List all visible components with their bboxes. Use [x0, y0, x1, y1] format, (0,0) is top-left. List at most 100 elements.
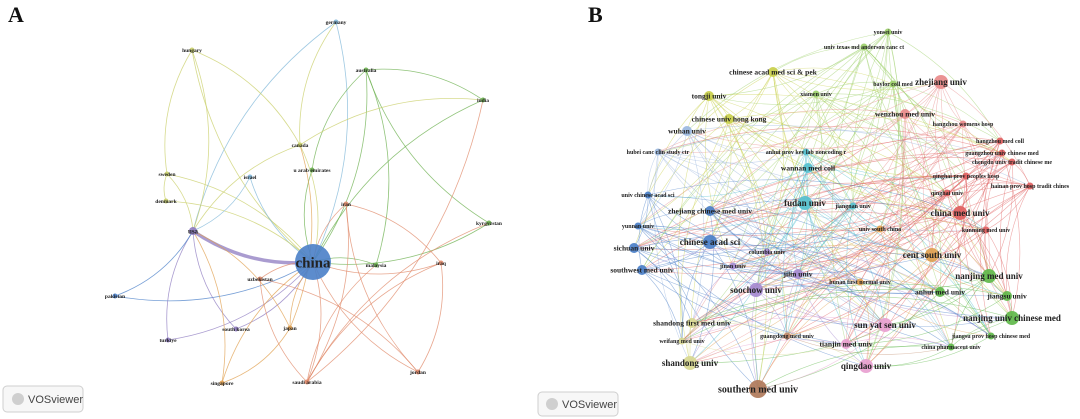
node-zhejiang[interactable]	[934, 75, 948, 89]
node-tongji[interactable]	[704, 91, 714, 101]
edge-yonsei-tongji	[708, 31, 889, 97]
node-india[interactable]	[480, 97, 486, 103]
edge-qinghai_univ-sdfmu	[691, 192, 948, 324]
node-wannan[interactable]	[803, 163, 813, 173]
edge-jinan-sysu	[732, 265, 886, 326]
node-jordan[interactable]	[415, 369, 421, 375]
edge-china-hungary	[191, 49, 314, 263]
edge-usa-hungary	[191, 49, 210, 232]
panel-a-vosviewer-badge[interactable]: VOSviewer	[2, 385, 84, 413]
node-jiangnan[interactable]	[849, 202, 857, 210]
node-anhui_med[interactable]	[935, 287, 945, 297]
node-tmu[interactable]	[841, 339, 851, 349]
node-label-japan: japan	[282, 326, 296, 332]
node-njmu[interactable]	[982, 269, 996, 283]
node-hungary[interactable]	[189, 47, 195, 53]
node-md_anderson[interactable]	[860, 43, 868, 51]
edge-anhui_med-jiangsu_tcm	[939, 291, 992, 337]
node-sichuan[interactable]	[629, 243, 639, 253]
edge-wenzhou-cpu	[902, 113, 952, 348]
node-anhui_prov[interactable]	[802, 148, 810, 156]
node-israel[interactable]	[247, 174, 253, 180]
node-china[interactable]	[295, 244, 331, 280]
node-xiamen[interactable]	[812, 90, 820, 98]
node-soochow[interactable]	[749, 283, 763, 297]
node-qinghai_hosp[interactable]	[962, 172, 970, 180]
edge-kunming-tmu	[845, 229, 987, 345]
edge-usa-germany	[192, 21, 337, 232]
node-wuhan[interactable]	[682, 126, 692, 136]
node-shandong[interactable]	[683, 356, 697, 370]
node-njutcm[interactable]	[1005, 311, 1019, 325]
edge-wannan-ucas	[647, 167, 809, 198]
node-sweden[interactable]	[164, 171, 170, 177]
node-wenzhou[interactable]	[900, 109, 910, 119]
node-jiangsu[interactable]	[1002, 291, 1012, 301]
node-kyrgyzstan[interactable]	[486, 220, 492, 226]
node-iran[interactable]	[343, 201, 349, 207]
node-hunan_first[interactable]	[856, 278, 864, 286]
node-canada[interactable]	[297, 142, 303, 148]
node-sysu[interactable]	[878, 318, 892, 332]
node-saudi_arabia[interactable]	[304, 379, 310, 385]
node-label-kyrgyzstan: kyrgyzstan	[476, 221, 502, 227]
node-fudan[interactable]	[798, 196, 812, 210]
node-usa[interactable]	[189, 227, 197, 235]
node-kunming[interactable]	[982, 226, 990, 234]
node-qingdao[interactable]	[859, 359, 873, 373]
node-turkiye[interactable]	[165, 337, 171, 343]
node-japan[interactable]	[287, 325, 293, 331]
node-sdfmu[interactable]	[687, 318, 697, 328]
node-pakistan[interactable]	[112, 293, 118, 299]
edge-usa-south_korea	[192, 230, 237, 330]
panel-a-letter: A	[8, 2, 24, 27]
node-germany[interactable]	[333, 19, 339, 25]
node-cams[interactable]	[768, 67, 778, 77]
node-qinghai_univ[interactable]	[943, 189, 951, 197]
node-label-hangzhou_med: hangzhou med coll	[976, 139, 1024, 145]
edge-ucas-anhui_med	[647, 194, 941, 293]
node-chengdu_tcm[interactable]	[1008, 158, 1016, 166]
node-yunnan[interactable]	[634, 222, 642, 230]
node-ucas[interactable]	[644, 191, 652, 199]
node-smu[interactable]	[749, 380, 767, 398]
node-gdmu[interactable]	[783, 332, 791, 340]
node-denmark[interactable]	[163, 198, 169, 204]
node-jilin[interactable]	[793, 269, 803, 279]
node-hangzhou_womens[interactable]	[959, 120, 967, 128]
node-yonsei[interactable]	[884, 28, 892, 36]
node-cpu[interactable]	[947, 343, 955, 351]
node-jiangsu_tcm[interactable]	[987, 332, 995, 340]
edge-md_anderson-zj_tcm	[709, 46, 865, 212]
node-zj_tcm[interactable]	[705, 206, 715, 216]
node-columbia[interactable]	[763, 248, 771, 256]
node-swmu[interactable]	[637, 265, 647, 275]
node-australia[interactable]	[363, 67, 369, 73]
node-singapore[interactable]	[219, 380, 225, 386]
node-uzbekistan[interactable]	[257, 276, 263, 282]
edge-china-turkiye	[167, 261, 314, 341]
node-hubei_canc[interactable]	[654, 148, 662, 156]
node-label-uzbekistan: uzbekistan	[247, 277, 272, 283]
node-jinan[interactable]	[729, 262, 737, 270]
panel-b-vosviewer-badge[interactable]: VOSviewer	[537, 391, 619, 417]
panel-a-labels: chinausagermanyhungaryaustraliaindiacana…	[105, 20, 502, 387]
node-cas[interactable]	[703, 235, 717, 249]
node-guangzhou_tcm[interactable]	[998, 149, 1006, 157]
node-cuhk[interactable]	[724, 114, 734, 124]
node-iraq[interactable]	[438, 260, 444, 266]
node-baylor[interactable]	[889, 80, 897, 88]
node-hangzhou_med[interactable]	[996, 137, 1004, 145]
edge-sysu-weifang	[681, 316, 886, 342]
edge-cas-smu	[709, 241, 759, 390]
node-usc[interactable]	[876, 225, 884, 233]
node-south_korea[interactable]	[233, 326, 239, 332]
node-malaysia[interactable]	[373, 262, 379, 268]
edge-usa-singapore	[192, 230, 226, 384]
node-weifang[interactable]	[678, 337, 686, 345]
edge-qinghai_univ-zj_tcm	[709, 182, 948, 212]
node-china_med[interactable]	[953, 206, 967, 220]
node-uae[interactable]	[309, 167, 315, 173]
node-csu[interactable]	[925, 248, 939, 262]
node-hainan[interactable]	[1026, 182, 1034, 190]
